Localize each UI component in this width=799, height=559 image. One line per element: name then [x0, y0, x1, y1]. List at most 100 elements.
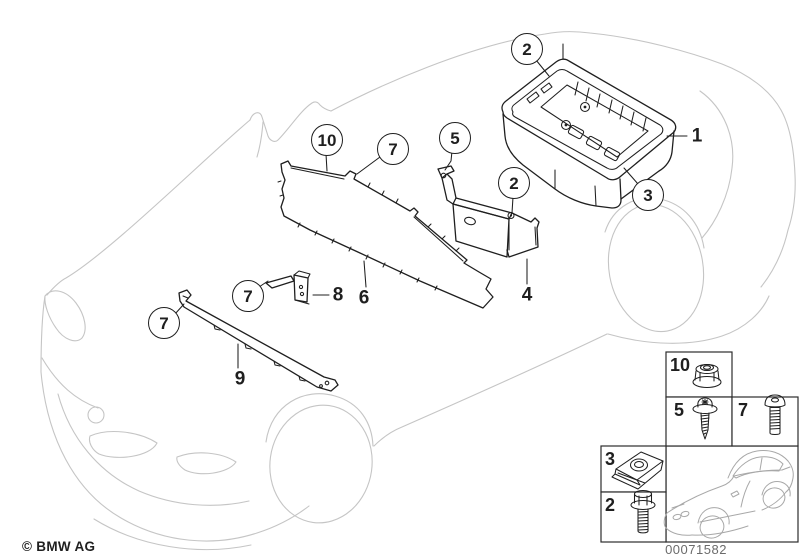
strip-foot-hole-1: [324, 380, 330, 386]
panel-lip-line: [290, 167, 345, 180]
callout-7-strip-screw[interactable]: 7: [148, 307, 180, 339]
bracket4-inner-edge-2: [534, 226, 537, 246]
bracket4-bolt-center: [509, 214, 513, 217]
strip-fork-notch: [182, 295, 189, 299]
thumb-bumper: [691, 525, 749, 536]
bracket8-top-flange: [293, 270, 311, 279]
pan-screw-boss-1: [579, 101, 591, 113]
pan-floor-pad-2: [585, 135, 603, 151]
thumb-door-line: [740, 480, 751, 508]
bracket8-arm: [265, 275, 295, 289]
callout-2-pan-bolt[interactable]: 2: [511, 33, 543, 65]
thumb-kidney-1: [672, 513, 682, 521]
car-headlight: [44, 290, 86, 342]
part-label-4[interactable]: 4: [521, 284, 533, 306]
thumb-mirror: [730, 490, 740, 498]
legend-label-7: 7: [738, 400, 749, 420]
bracket4-front-face: [452, 203, 510, 258]
car-roundel: [87, 406, 105, 424]
pan-floor-edge: [540, 84, 649, 158]
callout-10-panel-nut[interactable]: 10: [311, 124, 343, 156]
part-9-support-strip: [178, 289, 339, 392]
pan-skirt-left: [502, 113, 622, 209]
bracket4-tab-screw: [440, 172, 447, 179]
car-front-bumper-outer: [40, 371, 310, 542]
pan-wall-notches: [526, 82, 553, 104]
part-label-6[interactable]: 6: [358, 287, 370, 309]
part-8-bracket: [265, 270, 311, 305]
car-rear-fender-crease: [699, 90, 734, 239]
car-beltline: [46, 119, 251, 296]
pan-screw-boss-2-center: [564, 123, 568, 127]
copyright-notice: © BMW AG: [22, 539, 96, 554]
panel-tabs: [277, 180, 460, 291]
car-front-bumper-inner: [57, 393, 250, 506]
bracket4-bolt-boss: [507, 211, 515, 220]
thumb-kidney-2: [680, 510, 690, 518]
thumb-rear-arch: [761, 481, 791, 497]
callout-5-bracket-screw[interactable]: 5: [439, 122, 471, 154]
car-rear-wheel: [607, 203, 705, 333]
pan-screw-boss-1-center: [583, 105, 587, 109]
car-mirror-stem: [256, 121, 264, 158]
car-front-bumper-lip: [93, 518, 252, 551]
bracket4-arm-right: [446, 173, 457, 199]
strip-tabs: [213, 324, 306, 382]
hex-flange-bolt-icon: [630, 489, 656, 534]
legend-label-10: 10: [670, 355, 691, 375]
callout-3-pan-clip[interactable]: 3: [632, 179, 664, 211]
thumb-hood: [666, 475, 735, 514]
car-nose-crease: [41, 357, 99, 409]
car-kidney-right: [176, 452, 237, 475]
washer-head-screw-icon: [692, 397, 718, 440]
thumb-glass-divider: [759, 457, 763, 471]
legend-box-10: [665, 351, 733, 398]
speed-nut-clip-icon: [611, 451, 664, 490]
pan-screw-boss-2: [560, 119, 572, 131]
car-rocker-line: [373, 333, 608, 447]
part-label-8[interactable]: 8: [332, 284, 344, 306]
car-rear-bumper-edge: [760, 229, 789, 288]
bracket4-end-flange: [506, 212, 540, 258]
pan-floor-pad-3: [603, 146, 621, 162]
bracket8-foot: [294, 299, 310, 305]
thumb-headlight: [671, 503, 685, 509]
thumb-rocker: [699, 510, 756, 523]
thumb-beltline: [733, 466, 791, 477]
legend-label-3: 3: [605, 449, 616, 469]
strip-outline: [178, 289, 339, 392]
car-front-wheel-arch: [265, 393, 374, 447]
thumb-front-wheel: [699, 515, 725, 539]
part-label-1[interactable]: 1: [691, 125, 703, 147]
pan-skirt-right: [620, 130, 675, 200]
callout-7-bracket8-screw[interactable]: 7: [232, 280, 264, 312]
bracket4-arm-left: [441, 177, 454, 205]
legend-box-2: [600, 491, 667, 543]
bracket8-hole-1: [298, 284, 304, 290]
part-6-sill-panel: [277, 160, 494, 309]
callout-7-panel-screw[interactable]: 7: [377, 133, 409, 165]
car-mirror-windscreen: [249, 101, 332, 142]
thumb-front-face: [663, 512, 693, 536]
car-front-wheel: [269, 404, 373, 524]
car-thumbnail: [663, 450, 794, 539]
panel-rib-line: [413, 216, 464, 262]
legend-label-5: 5: [674, 400, 685, 420]
pan-wall-ribs: [574, 81, 647, 132]
pan-inner-rim: [511, 68, 664, 170]
part-1-luggage-pan: [501, 58, 677, 209]
strip-foot-hole-2: [319, 384, 323, 388]
callout-2-bracket-bolt[interactable]: 2: [498, 167, 530, 199]
leader-lines: [174, 43, 688, 369]
pan-floor-pad-1: [567, 124, 585, 140]
thumb-front-arch: [697, 507, 730, 525]
part-label-9[interactable]: 9: [234, 368, 246, 390]
thumb-roof: [727, 450, 789, 479]
bracket8-hole-2: [299, 291, 305, 297]
diagram-number: 00071582: [665, 542, 727, 557]
thumb-rear-wheel: [762, 487, 786, 509]
flange-nut-icon: [692, 363, 722, 389]
pan-skirt-seam-2: [594, 185, 597, 207]
